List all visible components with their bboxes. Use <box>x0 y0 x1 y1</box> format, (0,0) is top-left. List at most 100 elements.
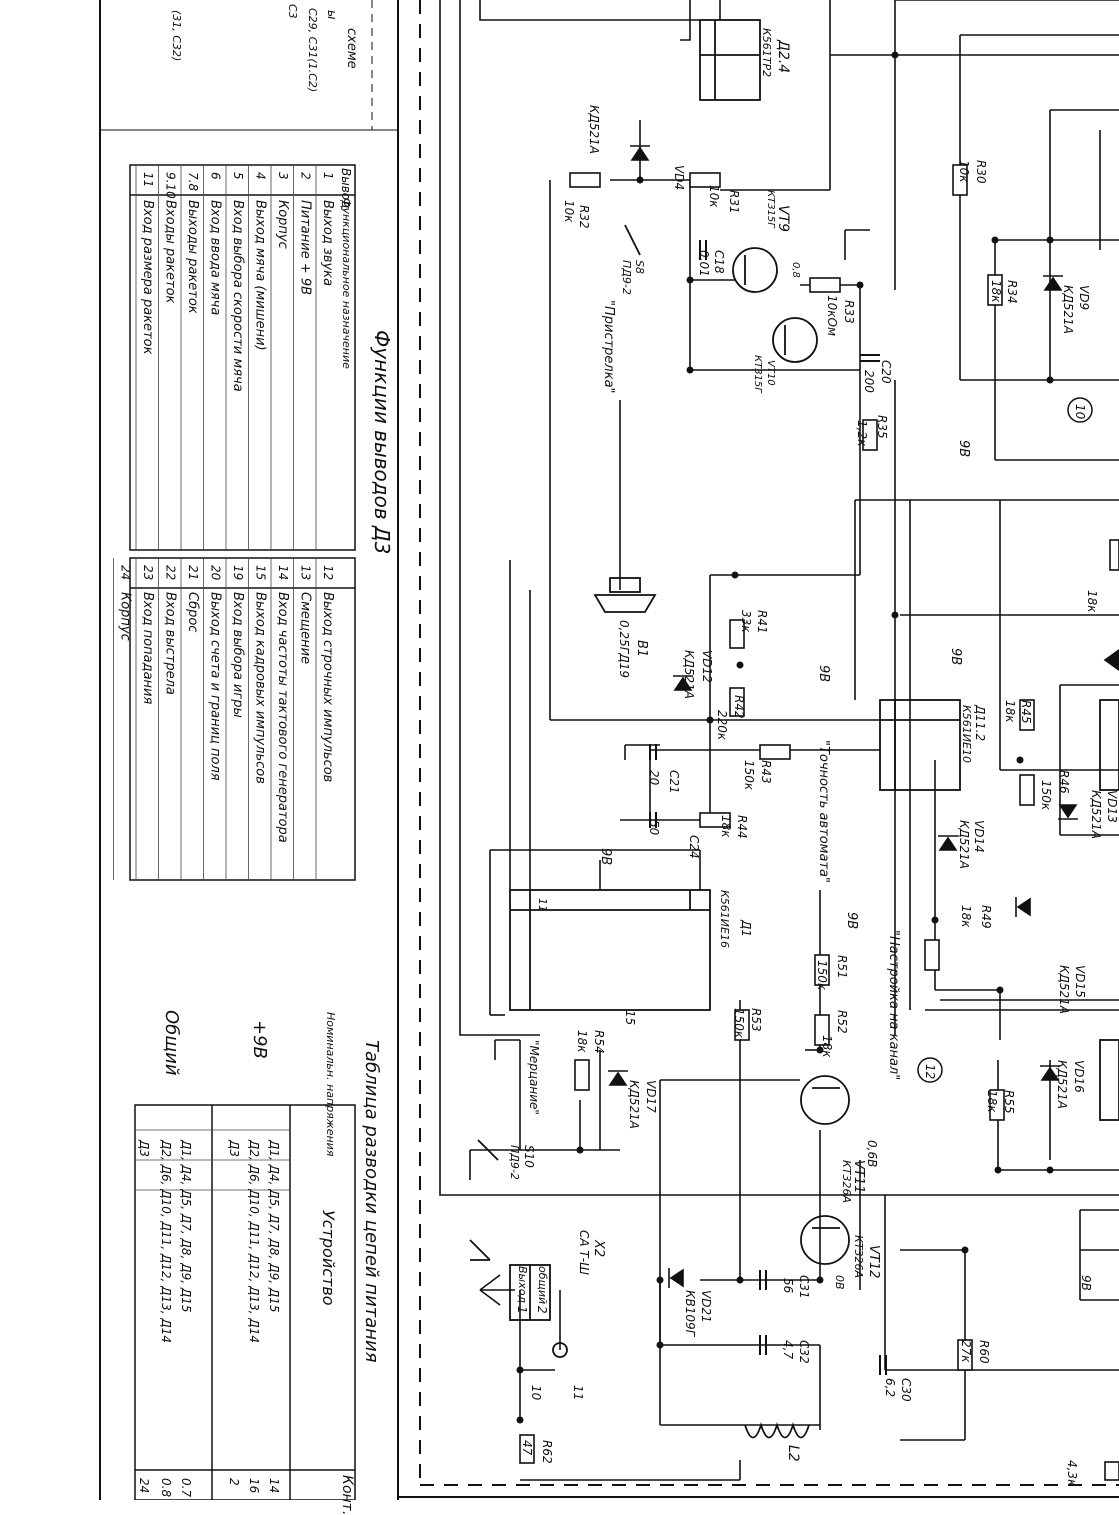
pin-label-11: 11 <box>571 1385 585 1401</box>
pin-table-grid <box>129 164 356 881</box>
diode-type: КД521А <box>1061 285 1075 335</box>
s8-type: ПД9-2 <box>620 260 633 295</box>
resistor-name: R33 <box>842 300 856 324</box>
pin-table-pin-number: 2 <box>298 172 313 180</box>
resistor-name: R62 <box>540 1440 554 1464</box>
resistor-name: R35 <box>875 415 889 439</box>
resistor-value: 18к <box>1085 590 1099 613</box>
pin-table-function: Вход попадания <box>140 592 155 705</box>
vt12-voltage: 0В <box>833 1275 846 1290</box>
vt11-name: VT11 <box>851 1160 866 1194</box>
pin-table-rows <box>113 165 317 880</box>
pin-table-pin-number: 24 <box>118 565 133 581</box>
supply-label: 9В <box>1079 1275 1093 1291</box>
capacitor-plates <box>649 240 887 1375</box>
resistor-name: R60 <box>977 1340 991 1364</box>
pin-table-function: Выходы ракеток <box>185 200 200 314</box>
power-table-contact: 16 <box>247 1478 261 1494</box>
left-fragment-line: (31, C32) <box>170 10 183 62</box>
pin-table-function: Вход выбора скорости мяча <box>230 200 245 392</box>
frame-lines <box>99 0 1119 1500</box>
vt10-name: VT10 <box>765 360 776 386</box>
power-table-device: Д3 <box>227 1140 241 1158</box>
power-table-contact: 14 <box>267 1478 281 1494</box>
pin-table-pin-number: 21 <box>186 565 200 581</box>
supply-label: 9В <box>948 648 963 666</box>
capacitor-name: C21 <box>667 770 681 794</box>
resistor-value: 220к <box>715 710 729 741</box>
power-table-device: Д2, Д6, Д10, Д11, Д12, Д13, Д14 <box>159 1140 173 1344</box>
capacitor-value: 200 <box>862 370 876 393</box>
pin-table-function: Смещение <box>297 592 313 665</box>
resistor-name: R42 <box>732 695 746 719</box>
ic-label-d1-name: Д1 <box>739 920 753 938</box>
pin-table-function: Вход частоты тактового генератора <box>275 592 290 843</box>
pin-table-function: Вход выстрела <box>162 592 178 695</box>
resistor-value: 150к <box>1039 780 1053 811</box>
power-table-header-voltage: Номинальн. напряжения <box>324 1012 337 1157</box>
resistor-value: 10к <box>707 185 721 208</box>
diode-type: КД521А <box>1057 965 1071 1015</box>
capacitor-name: C32 <box>797 1340 811 1364</box>
pin-table-title: Функции выводов Д3 <box>370 330 394 555</box>
s10-label: "Мерцание" <box>527 1040 541 1115</box>
resistor-value: 150к <box>742 760 756 791</box>
s8-name: S8 <box>633 260 646 274</box>
resistor-name: R49 <box>979 905 993 929</box>
resistor-value: 18к <box>820 1035 834 1058</box>
s10-name: S10 <box>522 1145 536 1168</box>
pin-table-pin-number: 23 <box>141 565 155 581</box>
power-table-contact: 24 <box>137 1478 151 1494</box>
pin-table-pin-number: 7.8 <box>186 172 200 192</box>
diode-symbols <box>608 145 1119 1288</box>
capacitor-name: C31 <box>797 1275 811 1299</box>
resistor-name: R41 <box>755 610 769 634</box>
capacitor-value: 0,01 <box>697 250 711 277</box>
node-label-12: 12 <box>923 1064 937 1080</box>
vt9-name: VT9 <box>775 205 791 233</box>
resistor-value: 27к <box>959 1340 973 1363</box>
resistor-value: 18к <box>985 1090 999 1113</box>
pin-table-function: Выход строчных импульсов <box>320 592 335 783</box>
resistor-name: R45 <box>1019 700 1033 724</box>
resistor-name: R32 <box>577 205 591 229</box>
x2-name: X2 <box>591 1240 606 1258</box>
pin-table-pin-number: 6 <box>208 172 223 180</box>
power-table-contact: 2 <box>227 1478 241 1486</box>
power-table-header-device: Устройство <box>319 1210 338 1306</box>
diode-name: VD17 <box>644 1080 658 1113</box>
pin-table-function: Выход счета и границ поля <box>207 592 223 781</box>
resistor-value: 47 <box>520 1440 534 1456</box>
diode-name: VD16 <box>1072 1060 1086 1093</box>
diode-name: VD21 <box>699 1290 713 1323</box>
power-table-header-contact: Конт. <box>339 1475 355 1515</box>
ground-symbols <box>479 229 870 1306</box>
pin-table-function: Вход размера ракеток <box>140 200 155 355</box>
annotation-accuracy: "Точность автомата" <box>816 740 831 883</box>
capacitor-value: 56 <box>781 1278 795 1294</box>
annotation-tuning: "Настройка на канал" <box>886 930 901 1081</box>
pin-table-pin-number: 13 <box>298 565 313 581</box>
pin-table-pin-number: 19 <box>231 565 245 581</box>
diode-name: VD12 <box>700 650 714 683</box>
power-table-device: Д2, Д6, Д10, Д11, Д12, Д13, Д14 <box>247 1140 261 1344</box>
supply-label: 9В <box>816 665 831 683</box>
pin-table-pin-number: 11 <box>141 172 155 188</box>
diode-name: VD13 <box>1105 790 1119 823</box>
vt9-voltage: 0,8 <box>790 262 801 278</box>
pin-table-pin-number: 12 <box>321 565 335 581</box>
diode-type: КВ109Г <box>683 1290 697 1337</box>
power-table-device: Д1, Д4, Д5, Д7, Д8, Д9, Д15 <box>267 1140 281 1313</box>
pin-label-10: 10 <box>529 1385 543 1401</box>
resistor-value: 18к <box>989 280 1003 303</box>
resistor-name: R51 <box>835 955 849 979</box>
pin-table-function: Выход мяча (мишени) <box>252 200 268 351</box>
resistor-value: 33к <box>739 610 753 633</box>
s10-type: ПД9-2 <box>508 1145 521 1180</box>
pin-table-function: Вход выбора игры <box>230 592 245 718</box>
b1-name: B1 <box>634 640 649 658</box>
pin-table-pin-number: 1 <box>321 172 335 180</box>
left-fragment-line: C29, C31(1.C2) <box>306 8 319 93</box>
vt10-type: КТ315Г <box>752 355 763 393</box>
